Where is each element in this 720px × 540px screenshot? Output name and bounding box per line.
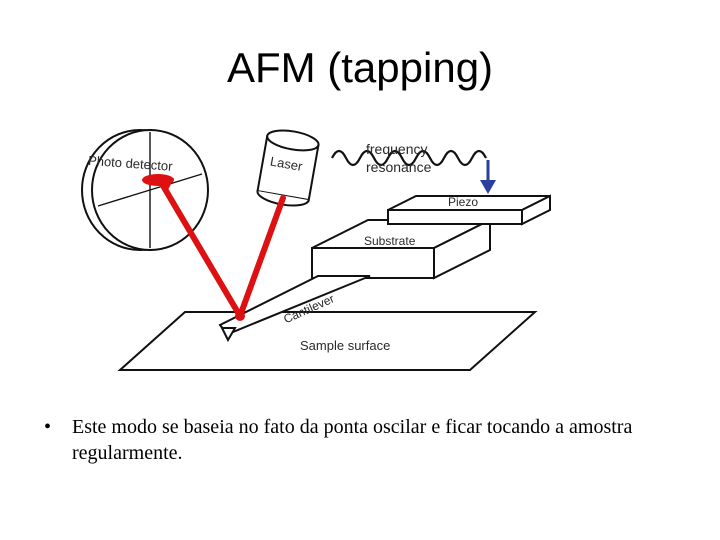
- label-piezo: Piezo: [448, 195, 478, 209]
- label-resonance: resonance: [366, 159, 432, 175]
- oscillation-wave: [331, 149, 487, 167]
- drive-arrow-head: [480, 180, 496, 194]
- laser-beam-incident: [237, 195, 286, 319]
- laser-spot: [142, 174, 174, 186]
- cantilever-tip: [220, 327, 237, 343]
- reflection-point: [235, 311, 245, 321]
- bullet-list: • Este modo se baseia no fato da ponta o…: [44, 414, 684, 466]
- label-photo-detector: Photo detector: [88, 153, 174, 174]
- label-laser: Laser: [269, 154, 304, 175]
- slide-title: AFM (tapping): [226, 44, 494, 91]
- bullet-marker: •: [44, 416, 52, 438]
- label-sample-surface: Sample surface: [300, 338, 390, 353]
- label-frequency: frequency: [366, 141, 427, 157]
- afm-tapping-diagram: Photo detector Laser frequency resonance…: [81, 129, 551, 371]
- label-substrate: Substrate: [364, 234, 416, 248]
- substrate-block: [311, 218, 491, 280]
- piezo-block: [387, 194, 551, 226]
- laser-beam-reflected: [159, 181, 243, 319]
- bullet-item: • Este modo se baseia no fato da ponta o…: [44, 414, 684, 466]
- photo-detector: [81, 129, 209, 251]
- bullet-text: Este modo se baseia no fato da ponta osc…: [72, 416, 633, 464]
